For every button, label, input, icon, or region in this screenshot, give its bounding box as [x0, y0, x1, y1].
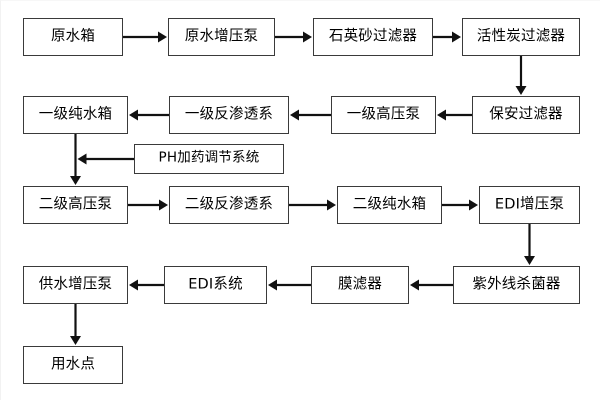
- flow-node-n18[interactable]: 用水点: [23, 346, 123, 384]
- arrow-n10-to-n11-head: [159, 199, 168, 211]
- flow-node-label: 原水箱: [50, 28, 96, 45]
- flow-node-n15[interactable]: 膜滤器: [311, 266, 409, 304]
- flow-node-n7[interactable]: 一级反渗透系: [169, 96, 289, 134]
- arrow-n7-to-n8-head: [129, 109, 138, 121]
- flow-node-label: 二级反渗透系: [184, 196, 274, 213]
- arrow-n15-to-n16-head: [268, 279, 277, 291]
- arrow-n17-to-n18-head: [70, 336, 81, 345]
- flow-node-label: 石英砂过滤器: [328, 28, 418, 45]
- flow-node-n12[interactable]: 二级纯水箱: [337, 186, 442, 224]
- arrow-n1-to-n2-head: [158, 31, 167, 43]
- flow-node-n4[interactable]: 活性炭过滤器: [462, 18, 580, 56]
- flow-node-label: EDI增压泵: [494, 196, 565, 213]
- flow-node-n5[interactable]: 保安过滤器: [472, 96, 580, 134]
- flow-node-n10[interactable]: 二级高压泵: [23, 186, 128, 224]
- flow-node-label: 原水增压泵: [184, 28, 259, 45]
- flow-node-n8[interactable]: 一级纯水箱: [23, 96, 128, 134]
- arrow-n13-to-n14-head: [524, 256, 535, 265]
- arrow-n3-to-n4-head: [452, 31, 461, 43]
- flow-node-label: 活性炭过滤器: [476, 28, 566, 45]
- flow-node-n3[interactable]: 石英砂过滤器: [313, 18, 433, 56]
- arrow-n8-to-n10-head: [70, 176, 81, 185]
- arrow-n11-to-n12-head: [327, 199, 336, 211]
- flow-node-label: 用水点: [50, 356, 96, 373]
- flow-node-n9[interactable]: PH加药调节系统: [134, 144, 284, 174]
- flow-node-label: 供水增压泵: [38, 276, 113, 293]
- arrow-n9-to-n8_n10_link-head: [77, 153, 87, 165]
- arrow-n16-to-n17-head: [129, 279, 138, 291]
- flow-node-label: 一级反渗透系: [184, 106, 274, 123]
- flow-node-n6[interactable]: 一级高压泵: [331, 96, 436, 134]
- flow-node-n1[interactable]: 原水箱: [23, 18, 123, 56]
- flow-node-label: 二级高压泵: [38, 196, 113, 213]
- arrow-n4-to-n5-head: [515, 86, 527, 95]
- flow-node-n2[interactable]: 原水增压泵: [168, 18, 275, 56]
- arrow-n6-to-n7-head: [290, 109, 299, 121]
- flow-node-label: EDI系统: [188, 276, 243, 293]
- flow-node-n14[interactable]: 紫外线杀菌器: [453, 266, 580, 304]
- flow-node-n13[interactable]: EDI增压泵: [479, 186, 580, 224]
- flow-node-n11[interactable]: 二级反渗透系: [169, 186, 289, 224]
- flow-node-label: PH加药调节系统: [158, 149, 260, 166]
- flow-node-label: 二级纯水箱: [352, 196, 427, 213]
- flow-node-label: 膜滤器: [337, 276, 383, 293]
- flow-node-label: 一级高压泵: [346, 106, 421, 123]
- arrow-n14-to-n15-head: [410, 279, 419, 291]
- flow-node-n17[interactable]: 供水增压泵: [23, 266, 128, 304]
- flow-node-label: 紫外线杀菌器: [472, 276, 561, 293]
- flow-node-label: 保安过滤器: [489, 106, 563, 123]
- arrow-n2-to-n3-head: [303, 31, 312, 43]
- arrow-n12-to-n13-head: [469, 199, 478, 211]
- flow-node-n16[interactable]: EDI系统: [164, 266, 267, 304]
- flow-node-label: 一级纯水箱: [38, 106, 113, 123]
- arrow-n5-to-n6-head: [437, 109, 446, 121]
